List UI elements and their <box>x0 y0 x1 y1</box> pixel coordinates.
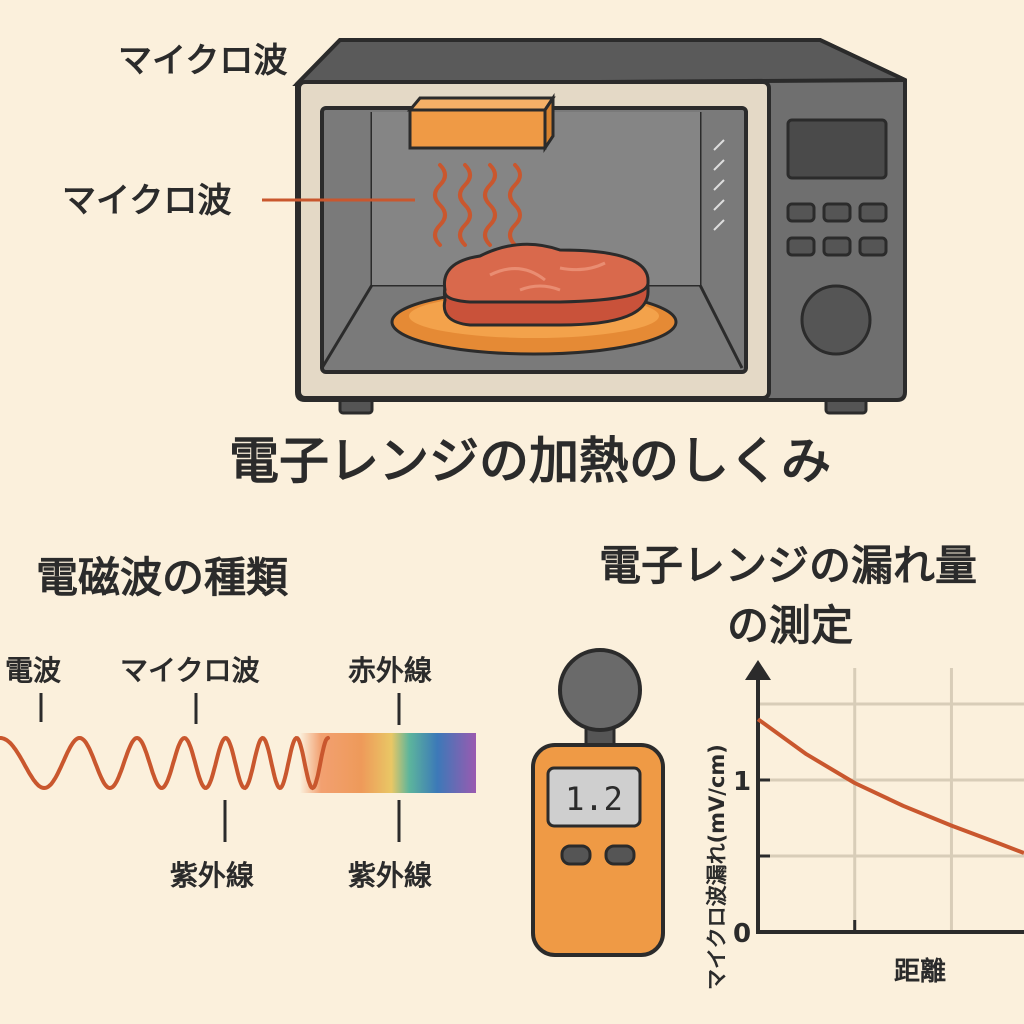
oven-buttons <box>786 202 888 257</box>
chart-ytick-label-1: 1 <box>733 767 751 797</box>
spectrum-label-radio: 電波 <box>5 654 62 687</box>
microwave-waves <box>433 163 522 247</box>
meter-reading: 1.2 <box>565 780 623 818</box>
oven-button[interactable] <box>858 202 888 223</box>
chart-ytick-label-0: 0 <box>733 919 751 949</box>
microwave-title: 電子レンジの加熱のしくみ <box>229 432 831 490</box>
oven-button[interactable] <box>822 202 852 223</box>
meter-title-line2: の測定 <box>727 601 853 650</box>
oven-knob[interactable] <box>800 284 872 356</box>
meter-title-line1: 電子レンジの漏れ量 <box>599 541 977 590</box>
meter-probe-head <box>558 648 642 732</box>
oven-button[interactable] <box>786 202 816 223</box>
spectrum-label-uv-1: 紫外線 <box>170 859 254 892</box>
label-microwave-inside: マイクロ波 <box>62 181 231 221</box>
spectrum-title: 電磁波の種類 <box>36 553 289 602</box>
oven-display <box>786 118 888 180</box>
oven-button[interactable] <box>822 236 852 257</box>
leak-chart <box>745 660 1024 934</box>
spectrum-label-uv-2: 紫外線 <box>348 859 432 892</box>
chart-y-axis-arrow-icon <box>745 660 771 680</box>
chart-ylabel: マイクロ波漏れ(mV/cm) <box>705 744 729 990</box>
meter-display <box>546 766 642 828</box>
microwave-leak-meter: 1.2 <box>531 648 665 957</box>
spectrum-tick-lines <box>39 693 401 842</box>
chart-xlabel: 距離 <box>894 956 946 987</box>
oven-top <box>292 38 906 87</box>
microwave-oven <box>292 38 907 415</box>
spectrum-label-microwave: マイクロ波 <box>120 654 260 687</box>
chart-series-line <box>756 717 1024 855</box>
spectrum-gradient-bar <box>300 733 476 793</box>
oven-button[interactable] <box>858 236 888 257</box>
oven-button[interactable] <box>786 236 816 257</box>
magnetron-block <box>408 108 547 150</box>
meter-button-left[interactable] <box>560 844 592 866</box>
spectrum-wave <box>0 735 330 791</box>
spectrum-label-infrared: 赤外線 <box>348 654 432 687</box>
meter-button-right[interactable] <box>604 844 636 866</box>
label-microwave-top: マイクロ波 <box>118 41 287 81</box>
